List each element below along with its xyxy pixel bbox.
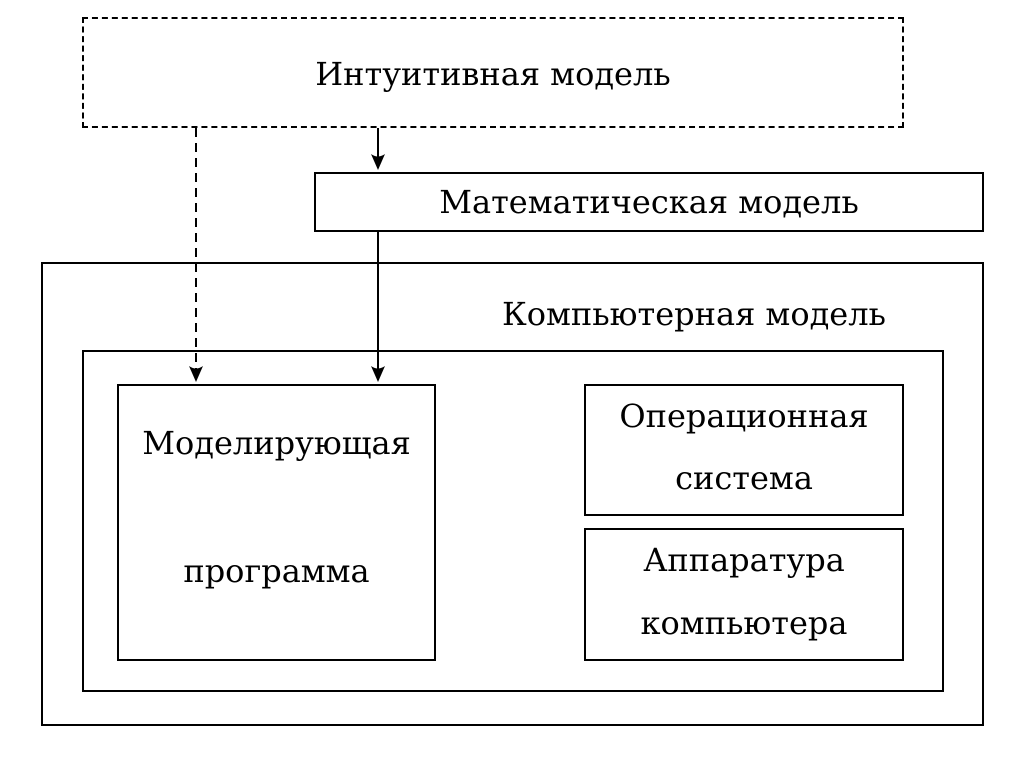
arrowhead-intuitive-to-math <box>371 154 385 170</box>
hardware-label-line1: Аппаратура <box>643 541 845 579</box>
computer-model-label: Компьютерная модель <box>502 295 886 333</box>
math-model-box: Математическая модель <box>314 172 984 232</box>
hardware-box: Аппаратура компьютера <box>584 528 904 661</box>
computer-model-box: Компьютерная модель <box>41 262 984 726</box>
modeling-program-label-line2: программа <box>183 552 370 590</box>
intuitive-model-box: Интуитивная модель <box>82 17 904 128</box>
hardware-label-line2: компьютера <box>640 604 848 642</box>
computer-model-inner-box <box>82 350 944 692</box>
operating-system-label-line2: система <box>675 459 813 497</box>
modeling-program-box: Моделирующая программа <box>117 384 436 661</box>
intuitive-model-label: Интуитивная модель <box>315 55 671 93</box>
modeling-program-label-line1: Моделирующая <box>142 424 411 462</box>
math-model-label: Математическая модель <box>439 183 859 221</box>
operating-system-label-line1: Операционная <box>619 397 869 435</box>
operating-system-box: Операционная система <box>584 384 904 516</box>
